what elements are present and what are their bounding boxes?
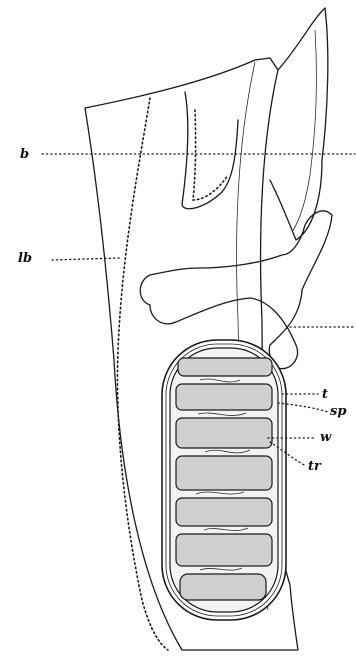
chamber-6 [176,534,272,566]
label-b: b [20,147,29,162]
chamber-7 [180,574,266,600]
trachea-organ [162,340,286,620]
label-tr: tr [308,459,322,474]
upper-fin [270,8,328,240]
upper-fin-inner [292,30,316,232]
label-t: t [322,387,328,402]
dotted-median-line [117,98,168,650]
chamber-3 [176,418,272,448]
pocket-structure [182,92,238,209]
chamber-1 [178,358,272,376]
chamber-2 [176,384,272,410]
label-w: w [320,430,332,445]
chamber-4 [176,456,272,490]
chamber-5 [176,498,272,526]
label-lb: lb [18,251,32,266]
label-sp: sp [330,404,346,419]
leader-lb [52,258,120,260]
pocket-dotted [193,110,228,200]
